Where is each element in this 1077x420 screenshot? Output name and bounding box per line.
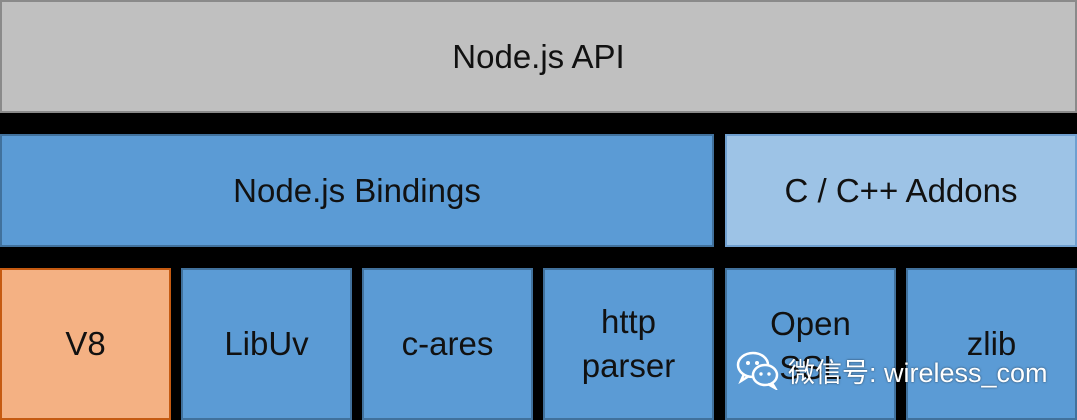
cares-component: c-ares [362, 268, 533, 420]
libuv-label: LibUv [224, 325, 309, 362]
openssl-component: Open SSL [725, 268, 896, 420]
nodejs-bindings-layer: Node.js Bindings [0, 134, 714, 247]
zlib-label: zlib [966, 325, 1017, 362]
cares-label: c-ares [401, 325, 494, 362]
v8-component: V8 [0, 268, 171, 420]
nodejs-bindings-label: Node.js Bindings [233, 171, 481, 209]
nodejs-api-label: Node.js API [452, 37, 625, 75]
openssl-label: Open SSL [770, 305, 851, 386]
addons-label: C / C++ Addons [784, 171, 1018, 209]
nodejs-api-layer: Node.js API [0, 0, 1077, 113]
zlib-component: zlib [906, 268, 1077, 420]
http-parser-component: http parser [543, 268, 714, 420]
v8-label: V8 [65, 325, 106, 362]
libuv-component: LibUv [181, 268, 352, 420]
wechat-icon [736, 351, 779, 390]
watermark: 微信号: wireless_com [736, 350, 1048, 390]
addons-layer: C / C++ Addons [725, 134, 1077, 247]
watermark-text: 微信号: wireless_com [788, 357, 1048, 388]
http-parser-label: http parser [581, 303, 676, 384]
